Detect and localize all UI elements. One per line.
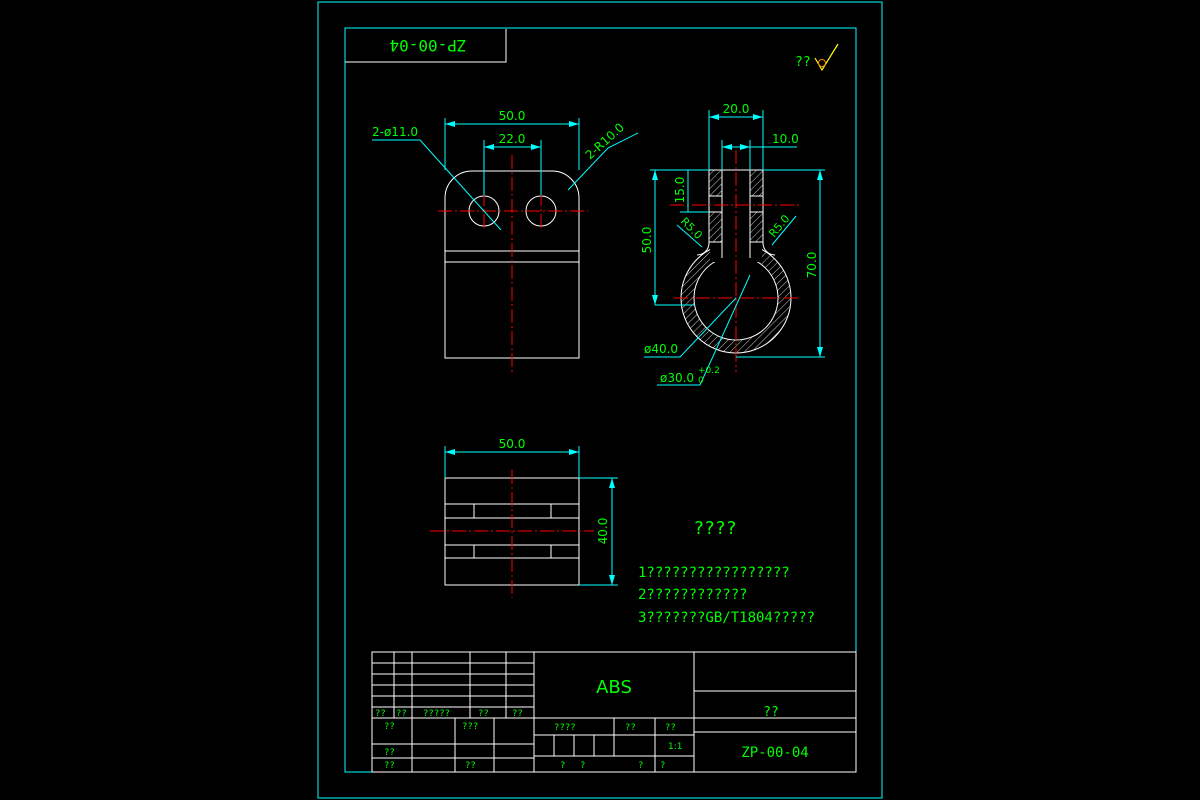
- section-slot-depth-dim: 15.0: [673, 177, 687, 204]
- roughness-symbol: ??: [795, 43, 839, 72]
- tb-scale: 1:1: [668, 742, 682, 752]
- tb-process-label: ??: [384, 761, 395, 771]
- notes-line-1: 1?????????????????: [638, 565, 790, 581]
- bottom-height-dim: 40.0: [596, 518, 610, 545]
- tb-sheet-1: ?: [560, 761, 565, 771]
- tb-sign-label-2: ???: [462, 722, 478, 732]
- tb-weight-label: ??: [625, 723, 636, 733]
- tb-sign-label-1: ??: [384, 722, 395, 732]
- front-hole-spacing-dim: 22.0: [499, 132, 526, 146]
- bottom-view: 50.0 40.0: [430, 437, 618, 598]
- front-hole-label: 2-ø11.0: [372, 125, 418, 139]
- tb-approve-label: ??: [465, 761, 476, 771]
- tb-row-label-2: ??: [396, 709, 407, 719]
- technical-notes: ???? 1????????????????? 2???????????? 3?…: [638, 518, 815, 626]
- notes-line-2: 2????????????: [638, 587, 748, 603]
- tb-code: ZP-00-04: [741, 745, 808, 761]
- tb-ratio-label: ??: [665, 723, 676, 733]
- tb-row-label-3: ?????: [423, 709, 450, 719]
- notes-title: ????: [693, 518, 736, 539]
- tb-sheet-3: ?: [638, 761, 643, 771]
- code-box: ZP-00-04: [345, 29, 507, 63]
- tb-name: ??: [763, 705, 779, 720]
- section-height-50-dim: 50.0: [640, 227, 654, 254]
- tb-row-label-5: ??: [512, 709, 523, 719]
- tb-review-label: ??: [384, 748, 395, 758]
- tb-row-label-1: ??: [375, 709, 386, 719]
- section-inner-dia: ø30.0: [660, 371, 694, 385]
- notes-line-3: 3???????GB/T1804?????: [638, 610, 815, 626]
- section-tol-upper: +0.2: [698, 366, 720, 376]
- bottom-width-dim: 50.0: [499, 437, 526, 451]
- tb-sheet-2: ?: [580, 761, 585, 771]
- tb-sheet-4: ?: [660, 761, 665, 771]
- section-outer-dia: ø40.0: [644, 342, 678, 356]
- front-width-dim: 50.0: [499, 109, 526, 123]
- section-view: 20.0 10.0 15.0 50.0 70.0 R5.0 R5.0 ø40.0…: [640, 102, 825, 386]
- tb-material: ABS: [596, 677, 632, 698]
- section-height-70-dim: 70.0: [805, 252, 819, 279]
- section-tol-lower: 0: [698, 376, 704, 386]
- section-slot-width-dim: 10.0: [772, 132, 799, 146]
- section-top-width-dim: 20.0: [723, 102, 750, 116]
- code-box-text: ZP-00-04: [389, 36, 466, 55]
- title-block: ?? ?? ????? ?? ?? ?? ??? ?? ?? ?? ???? ?…: [371, 651, 857, 773]
- roughness-label: ??: [795, 55, 811, 70]
- tb-row-label-4: ??: [478, 709, 489, 719]
- tb-stage-label: ????: [554, 723, 576, 733]
